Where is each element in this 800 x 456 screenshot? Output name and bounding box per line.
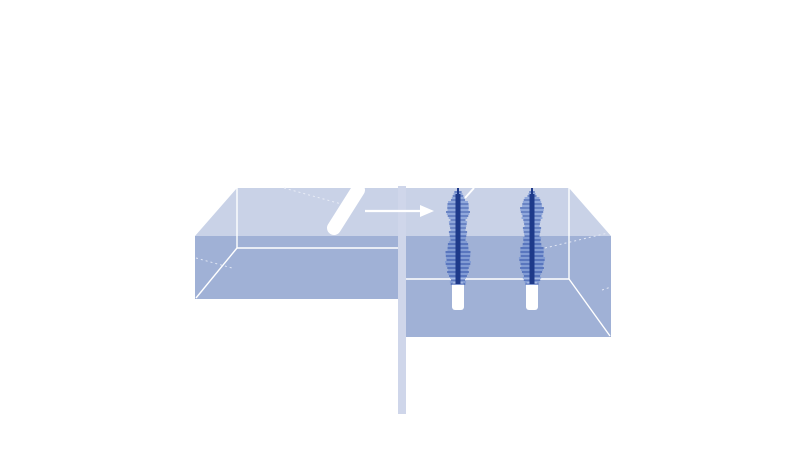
right-block — [406, 188, 612, 337]
left-block — [195, 187, 398, 299]
brush-handle — [452, 282, 464, 310]
brush-core — [455, 194, 461, 284]
stick-stub — [464, 187, 475, 199]
applicator-stick-icon — [327, 183, 365, 235]
left-block-front-face — [195, 236, 398, 299]
right-block-top-face — [406, 188, 611, 236]
arrow-right-icon — [365, 205, 434, 217]
mascara-brush-icon — [445, 188, 471, 310]
right-block-reflection — [544, 232, 609, 249]
left-block-reflection-2 — [195, 257, 233, 269]
mascara-brush-icon — [518, 188, 546, 310]
brush-core — [529, 194, 535, 284]
brush-handle — [526, 282, 538, 310]
right-block-front-face — [406, 236, 611, 337]
center-divider — [398, 186, 406, 414]
left-block-inner-edge-diagonal — [195, 247, 238, 299]
right-block-reflection-2 — [601, 286, 612, 291]
right-block-inner-edge-diagonal — [568, 278, 611, 337]
brushes-group — [445, 188, 546, 310]
left-block-reflection — [283, 187, 346, 206]
